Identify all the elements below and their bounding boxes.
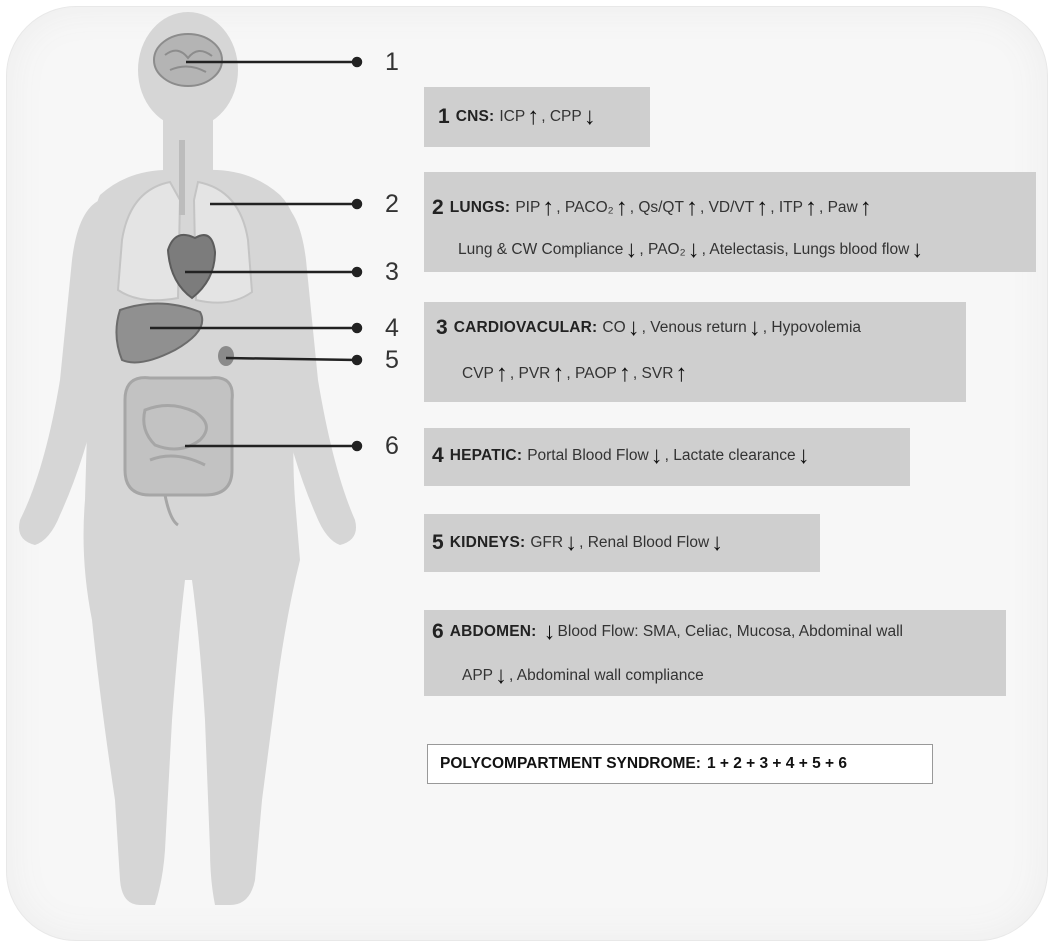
- up-arrow-icon: ↑: [675, 362, 687, 386]
- polycompartment-value: 1 + 2 + 3 + 4 + 5 + 6: [707, 755, 847, 773]
- callout-number-1: 1: [385, 48, 399, 77]
- down-arrow-icon: ↓: [651, 444, 663, 468]
- box-number: 2: [432, 196, 444, 220]
- down-arrow-icon: ↓: [749, 316, 761, 340]
- compliance-label: Lung & CW Compliance: [458, 241, 623, 259]
- up-arrow-icon: ↑: [619, 362, 631, 386]
- paop-label: , PAOP: [566, 365, 617, 383]
- down-arrow-icon: ↓: [911, 238, 923, 262]
- hepatic-heading: HEPATIC:: [450, 447, 523, 465]
- lactate-clearance-label: , Lactate clearance: [665, 447, 796, 465]
- down-arrow-icon: ↓: [798, 444, 810, 468]
- lungs-heading: LUNGS:: [450, 199, 511, 217]
- cardiovascular-box: 3 CARDIOVACULAR: CO ↓ , Venous return ↓ …: [424, 302, 966, 402]
- cardiovascular-heading: CARDIOVACULAR:: [454, 319, 598, 337]
- down-arrow-icon: ↓: [711, 531, 723, 555]
- box-number: 1: [438, 105, 450, 129]
- abdomen-heading: ABDOMEN:: [450, 623, 537, 641]
- callout-number-5: 5: [385, 346, 399, 375]
- callout-number-4: 4: [385, 314, 399, 343]
- polycompartment-box: POLYCOMPARTMENT SYNDROME: 1 + 2 + 3 + 4 …: [427, 744, 933, 784]
- up-arrow-icon: ↑: [527, 105, 539, 129]
- pip-label: PIP: [515, 199, 540, 217]
- kidney-icon: [218, 346, 234, 366]
- co-label: CO: [602, 319, 625, 337]
- venous-return-label: , Venous return: [642, 319, 747, 337]
- kidneys-box: 5 KIDNEYS: GFR ↓ , Renal Blood Flow ↓: [424, 514, 820, 572]
- paw-label: , Paw: [819, 199, 858, 217]
- up-arrow-icon: ↑: [552, 362, 564, 386]
- hepatic-box: 4 HEPATIC: Portal Blood Flow ↓ , Lactate…: [424, 428, 910, 486]
- kidneys-heading: KIDNEYS:: [450, 534, 526, 552]
- up-arrow-icon: ↑: [686, 196, 698, 220]
- vd-vt-label: , VD/VT: [700, 199, 754, 217]
- pao2-label: , PAO₂: [639, 241, 685, 259]
- cvp-label: CVP: [462, 365, 494, 383]
- down-arrow-icon: ↓: [584, 105, 596, 129]
- box-number: 3: [436, 316, 448, 340]
- up-arrow-icon: ↑: [805, 196, 817, 220]
- svr-label: , SVR: [633, 365, 673, 383]
- lungs-box: 2 LUNGS: PIP ↑ , PACO₂ ↑ , Qs/QT ↑ , VD/…: [424, 172, 1036, 272]
- down-arrow-icon: ↓: [625, 238, 637, 262]
- icp-label: ICP: [499, 108, 525, 126]
- itp-label: , ITP: [770, 199, 803, 217]
- paco2-label: , PACO₂: [556, 199, 613, 217]
- callout-number-3: 3: [385, 258, 399, 287]
- up-arrow-icon: ↑: [542, 196, 554, 220]
- down-arrow-icon: ↓: [495, 664, 507, 688]
- up-arrow-icon: ↑: [860, 196, 872, 220]
- atelectasis-label: , Atelectasis, Lungs blood flow: [702, 241, 910, 259]
- box-number: 4: [432, 444, 444, 468]
- brain-icon: [154, 34, 222, 86]
- app-label: APP: [462, 667, 493, 685]
- cns-box: 1 CNS: ICP ↑ , CPP ↓: [424, 87, 650, 147]
- blood-flow-label: Blood Flow: SMA, Celiac, Mucosa, Abdomin…: [558, 623, 903, 641]
- pvr-label: , PVR: [510, 365, 550, 383]
- callout-number-6: 6: [385, 432, 399, 461]
- up-arrow-icon: ↑: [616, 196, 628, 220]
- portal-blood-flow-label: Portal Blood Flow: [527, 447, 648, 465]
- box-number: 5: [432, 531, 444, 555]
- up-arrow-icon: ↑: [496, 362, 508, 386]
- down-arrow-icon: ↓: [628, 316, 640, 340]
- down-arrow-icon: ↓: [544, 620, 556, 644]
- gfr-label: GFR: [530, 534, 563, 552]
- cns-heading: CNS:: [456, 108, 495, 126]
- renal-blood-flow-label: , Renal Blood Flow: [579, 534, 709, 552]
- callout-number-2: 2: [385, 190, 399, 219]
- abdomen-box: 6 ABDOMEN: ↓ Blood Flow: SMA, Celiac, Mu…: [424, 610, 1006, 696]
- abdominal-wall-compliance-label: , Abdominal wall compliance: [509, 667, 704, 685]
- polycompartment-label: POLYCOMPARTMENT SYNDROME:: [440, 755, 701, 773]
- hypovolemia-label: , Hypovolemia: [763, 319, 861, 337]
- cpp-label: , CPP: [541, 108, 581, 126]
- down-arrow-icon: ↓: [565, 531, 577, 555]
- up-arrow-icon: ↑: [756, 196, 768, 220]
- qs-qt-label: , Qs/QT: [630, 199, 684, 217]
- box-number: 6: [432, 620, 444, 644]
- down-arrow-icon: ↓: [688, 238, 700, 262]
